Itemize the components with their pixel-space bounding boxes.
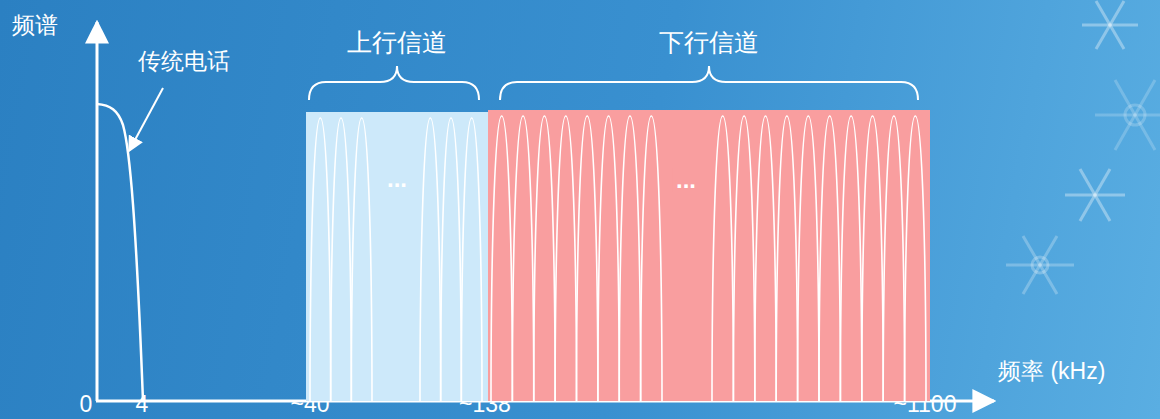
phone-spectrum-curve [97,104,143,401]
frequency-band: 下行信道... [488,110,930,401]
ellipsis-text: ... [384,167,410,191]
subcarrier-curves [306,112,488,401]
downstream-brace [500,66,918,100]
axes [96,22,994,401]
axis-label: 频谱 [12,12,58,38]
leader-arrow [129,88,163,151]
subcarrier-curves [488,110,930,401]
snowflakes [1006,1,1160,294]
tick-label: 0 [80,391,93,417]
frequency-band: 上行信道... [306,112,488,401]
callout-label: 传统电话 [138,48,230,74]
axis-label: 频率 (kHz) [998,358,1105,384]
upstream-brace [309,66,479,100]
ellipsis-text: ... [673,168,699,192]
band-heading: 下行信道 [488,28,930,57]
band-heading: 上行信道 [306,28,488,57]
tick-label: 4 [136,391,149,417]
